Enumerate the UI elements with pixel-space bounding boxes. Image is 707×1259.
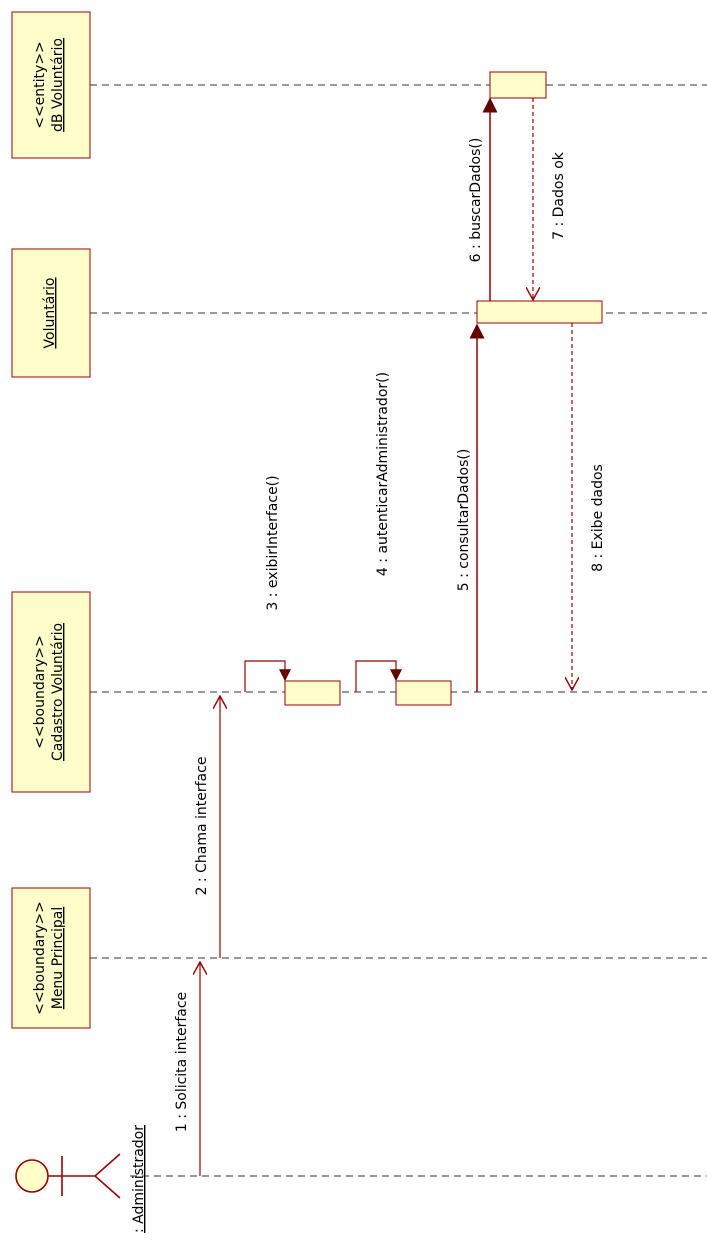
message-label-4: 4 : autenticarAdministrador(): [375, 372, 391, 576]
object-stereotype-cadastro-voluntario: <<boundary>>: [32, 635, 48, 749]
object-box-cadastro-voluntario: [11, 591, 91, 793]
message-label-1: 1 : Solicita interface: [174, 992, 190, 1132]
object-name-cadastro-voluntario: Cadastro Voluntário: [50, 623, 66, 761]
object-stereotype-db-voluntario: <<entity>>: [32, 41, 48, 129]
object-name-db-voluntario: dB Voluntário: [50, 38, 66, 132]
object-box-db-voluntario: [11, 11, 91, 159]
object-stereotype-menu-principal: <<boundary>>: [32, 901, 48, 1015]
object-box-voluntario: [11, 248, 91, 378]
object-name-voluntario: Voluntário: [42, 278, 58, 349]
activation-bar-autenticar: [395, 680, 452, 706]
message-label-8: 8 : Exibe dados: [590, 464, 606, 572]
object-box-menu-principal: [11, 887, 91, 1029]
message-label-7: 7 : Dados ok: [551, 151, 567, 240]
actor-administrador: [15, 1153, 121, 1199]
actor-name: : Administrador: [131, 1125, 147, 1233]
message-label-3: 3 : exibirInterface(): [265, 475, 281, 610]
message-label-5: 5 : consultarDados(): [456, 449, 472, 592]
object-name-menu-principal: Menu Principal: [50, 907, 66, 1010]
message-line-3: [244, 660, 291, 692]
message-line-4: [355, 660, 402, 692]
activation-bar-db: [489, 71, 547, 99]
activation-bar-exibir: [284, 680, 341, 706]
activation-bar-voluntario: [476, 300, 603, 324]
message-label-6: 6 : buscarDados(): [468, 138, 484, 263]
message-label-2: 2 : Chama interface: [194, 757, 210, 896]
